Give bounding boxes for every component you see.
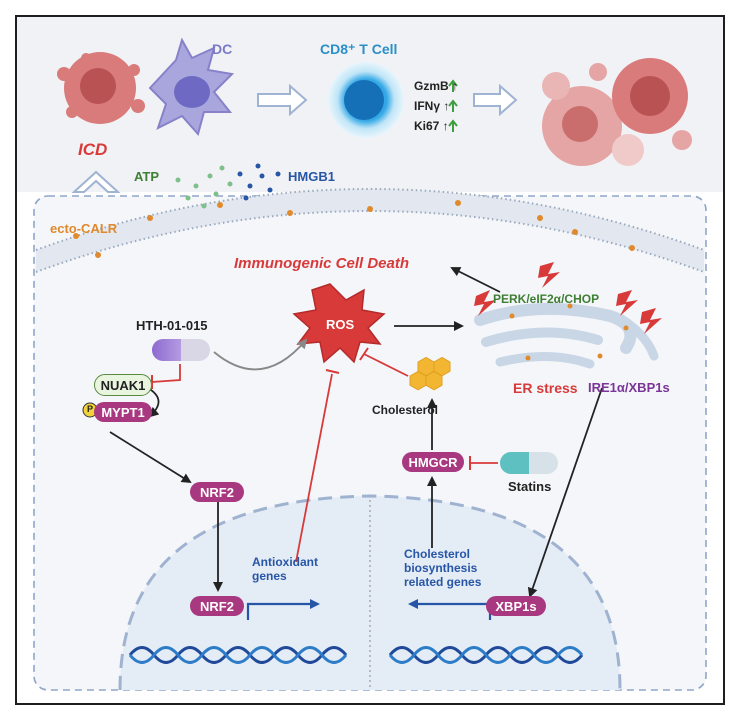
arrow-tcell-to-tumor (473, 83, 518, 117)
lightning-icons (474, 262, 662, 334)
marker-up-arrows (448, 79, 458, 132)
arrow-nuak1-mypt1 (147, 387, 160, 418)
tcell-label: CD8⁺ T Cell (320, 41, 398, 57)
er-pathway-label: PERK/eIF2α/CHOP (493, 292, 600, 306)
marker-ki67: Ki67 ↑ (414, 119, 449, 133)
dendritic-cell-illustration (148, 37, 235, 137)
icd-cell-illustration (57, 52, 145, 124)
cholesterol-label: Cholesterol (372, 403, 439, 417)
dc-label: DC (212, 41, 233, 57)
chol-genes-label: Cholesterol biosynthesis related genes (404, 547, 482, 589)
calr-dots (73, 200, 635, 258)
membrane-outer-line (35, 188, 705, 251)
er-organelle (474, 302, 659, 369)
dna-right (388, 646, 584, 664)
inhibit-cholesterol-ros (363, 353, 409, 377)
mypt1-node: MYPT1 (94, 402, 152, 422)
nrf2-cyto-node: NRF2 (190, 482, 244, 502)
ros-burst (292, 283, 386, 364)
inhibit-drug-nuak1 (151, 364, 181, 383)
chevron-up-icon (71, 170, 121, 193)
marker-ifng: IFNγ ↑ (414, 99, 450, 113)
antioxidant-label: Antioxidant genes (252, 555, 318, 583)
drug-capsule-icon (152, 339, 210, 361)
dna-left (128, 646, 348, 664)
icd-label: ICD (78, 140, 108, 159)
er-stress-label: ER stress (513, 380, 578, 396)
transcription-arrow-nrf2 (246, 599, 320, 620)
nucleus (118, 494, 622, 691)
statin-capsule-icon (500, 452, 558, 474)
hmgb1-label: HMGB1 (288, 169, 335, 184)
ire1-label: IRE1α/XBP1s (588, 380, 670, 395)
arrow-drug-to-ros (213, 338, 308, 371)
tumor-death-illustration (542, 58, 692, 166)
arrow-dc-to-tcell (257, 83, 308, 117)
nuak1-node: NUAK1 (94, 374, 152, 396)
nrf2-nuc-node: NRF2 (190, 596, 244, 616)
ros-label: ROS (326, 317, 355, 332)
inhibit-antioxidant-ros (295, 373, 333, 563)
hmgb1-dots (237, 163, 281, 201)
xbp1s-node: XBP1s (486, 596, 546, 616)
membrane-band (36, 189, 704, 272)
arrow-er-to-icd (450, 267, 501, 293)
cholesterol-icon (409, 356, 451, 391)
atp-dots (175, 165, 233, 209)
calr-label: ecto-CALR (50, 221, 118, 236)
arrow-mypt1-nrf2 (109, 431, 192, 484)
marker-gzmb: GzmB ↑ (414, 79, 459, 93)
atp-label: ATP (134, 169, 160, 184)
arrow-ire1-xbp1s (527, 387, 603, 598)
membrane-inner-line (35, 210, 705, 273)
er-ribosome-dots (509, 303, 629, 361)
icd-title: Immunogenic Cell Death (234, 255, 410, 272)
drug-label: HTH-01-015 (136, 318, 208, 333)
statins-label: Statins (508, 479, 552, 494)
phospho-label: P (87, 404, 94, 414)
hmgcr-node: HMGCR (402, 452, 464, 472)
